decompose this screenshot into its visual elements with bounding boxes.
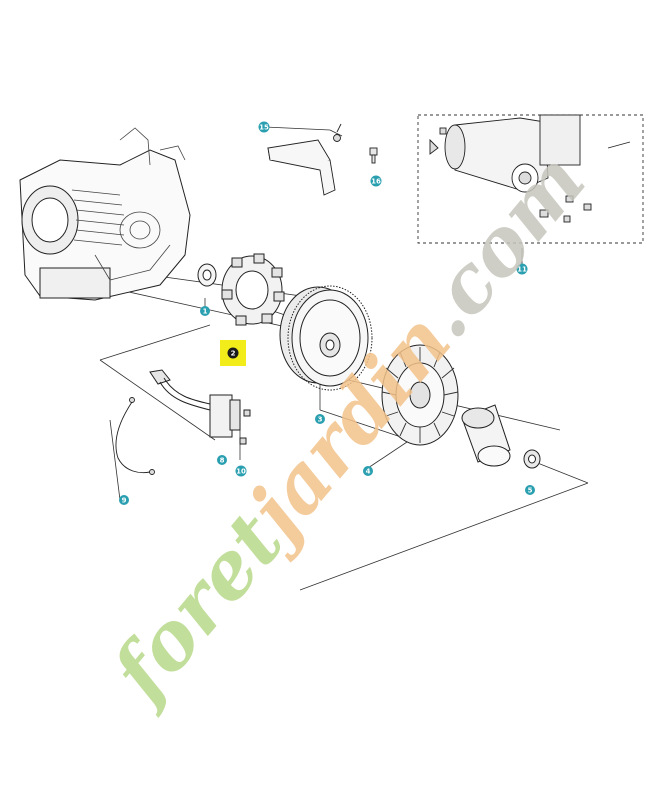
svg-text:5: 5: [528, 487, 533, 495]
callout-5[interactable]: 5: [525, 485, 535, 495]
ignition-coil-part: [149, 369, 251, 445]
svg-text:9: 9: [122, 497, 127, 505]
svg-text:15: 15: [259, 124, 269, 132]
bolt-part: [369, 147, 378, 164]
svg-text:3: 3: [318, 416, 323, 424]
callouts: 1 2 3 4 5 8 9 10: [119, 121, 535, 505]
flywheel-part: [279, 285, 373, 391]
callout-10[interactable]: 10: [235, 465, 247, 477]
callout-9[interactable]: 9: [119, 495, 129, 505]
pulley-cup-part: [461, 404, 511, 467]
callout-8[interactable]: 8: [217, 455, 227, 465]
engine-block: [19, 127, 191, 301]
washer-part: [197, 263, 217, 287]
starter-motor: [429, 114, 631, 223]
svg-text:1: 1: [203, 308, 208, 316]
callout-2-highlighted[interactable]: 2: [220, 340, 246, 366]
svg-text:10: 10: [236, 468, 246, 476]
svg-text:8: 8: [220, 457, 225, 465]
callout-3[interactable]: 3: [315, 414, 325, 424]
callout-4[interactable]: 4: [363, 466, 373, 476]
callout-1[interactable]: 1: [200, 306, 210, 316]
starter-kit-box: [417, 114, 644, 244]
fan-part: [381, 344, 459, 446]
svg-text:16: 16: [371, 178, 381, 186]
nut-part: [523, 449, 541, 469]
wire-part: [115, 397, 155, 475]
stator-part: [221, 253, 285, 326]
svg-text:2: 2: [231, 350, 236, 358]
callout-15[interactable]: 15: [258, 121, 270, 133]
bracket-part: [267, 123, 342, 196]
svg-text:11: 11: [517, 266, 527, 274]
callout-16[interactable]: 16: [370, 175, 382, 187]
callout-11[interactable]: 11: [516, 263, 528, 275]
svg-text:4: 4: [366, 468, 371, 476]
